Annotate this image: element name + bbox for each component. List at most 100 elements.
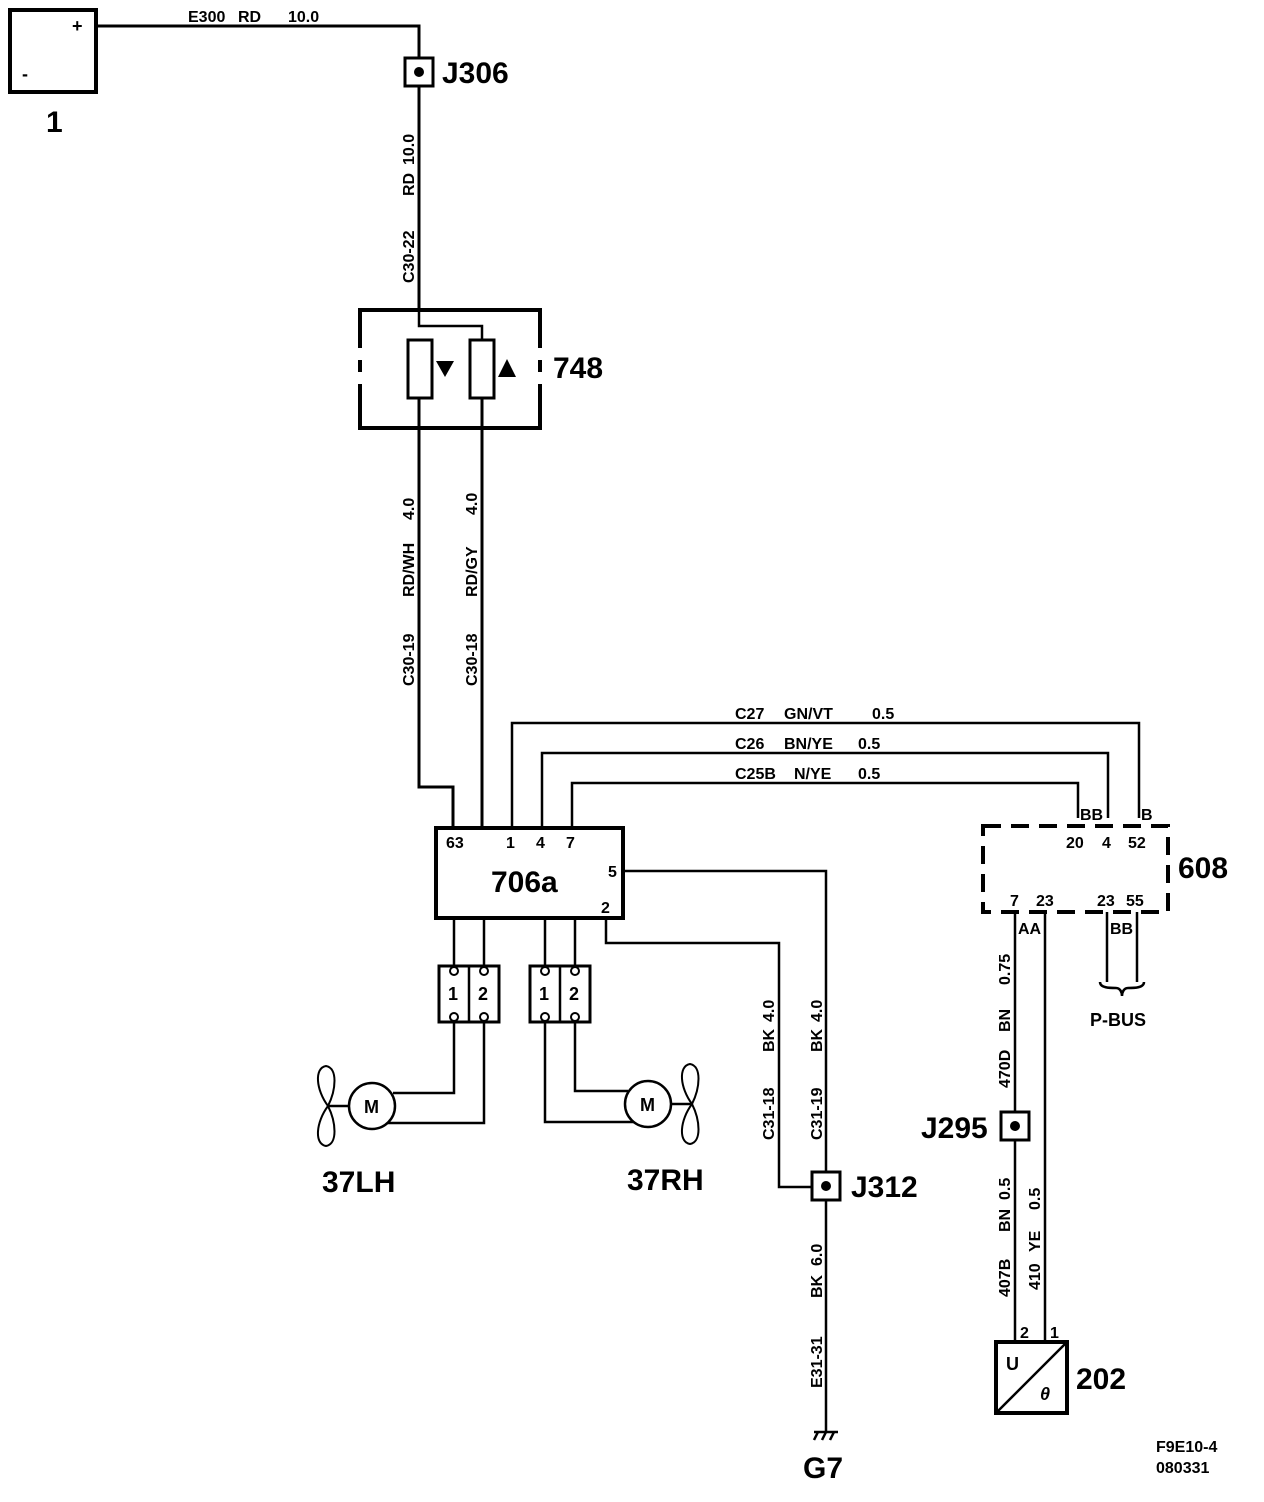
ecm-conn-aa: AA — [1018, 921, 1042, 938]
wire-c25b-code: C25B — [735, 766, 776, 783]
connector-lh-pin2: 2 — [478, 984, 488, 1004]
wire-c30-22-size: 10.0 — [401, 134, 418, 165]
wire-470d-id: 470D — [997, 1050, 1014, 1088]
sensor-theta-label: θ — [1040, 1384, 1050, 1404]
fan-blade-rh-icon — [681, 1062, 700, 1146]
wire-407b-color: BN — [997, 1209, 1014, 1232]
ground-g7: G7 — [803, 1430, 843, 1485]
wire-c30-18-size: 4.0 — [464, 493, 481, 515]
arrow-down-icon — [436, 361, 454, 377]
fan-37rh[interactable]: M 37RH — [543, 1022, 704, 1197]
wire-c26-code: C26 — [735, 736, 764, 753]
ecm-pin-4: 4 — [1102, 835, 1111, 852]
wire-c31-18-color: BK — [761, 1028, 778, 1052]
wire-c31-19-color: BK — [809, 1028, 826, 1052]
component-748-id: 748 — [553, 352, 603, 385]
arrow-up-icon — [498, 359, 516, 377]
motor-lh-label: M — [364, 1097, 379, 1117]
footer-date: 080331 — [1156, 1460, 1209, 1477]
wire-470d: 470D BN 0.75 — [997, 912, 1047, 1340]
motor-rh-label: M — [640, 1095, 655, 1115]
ecm-pin-52: 52 — [1128, 835, 1146, 852]
junction-j306-label: J306 — [442, 57, 509, 90]
sensor-pin-2: 2 — [1020, 1325, 1029, 1342]
wire-e300-code: E300 — [188, 9, 225, 26]
wire-e31-31: E31-31 BK 6.0 — [809, 1200, 828, 1432]
junction-j306[interactable]: J306 — [403, 56, 509, 90]
module-pin-5: 5 — [608, 864, 617, 881]
connector-rh-pin1: 1 — [539, 984, 549, 1004]
wire-470d-color: BN — [997, 1009, 1014, 1032]
wire-c31-19-size: 4.0 — [809, 1000, 826, 1022]
ecm-conn-b-top: B — [1141, 807, 1153, 824]
p-bus: P-BUS — [1090, 912, 1146, 1030]
battery[interactable]: + - 1 — [8, 8, 98, 139]
wire-410: 410 YE 0.5 — [1027, 1188, 1044, 1290]
wire-c30-18-color: RD/GY — [464, 546, 481, 597]
junction-j295[interactable]: J295 — [921, 1110, 1031, 1145]
component-748[interactable]: 748 — [353, 308, 603, 430]
battery-id: 1 — [46, 106, 63, 139]
wire-c30-19-color: RD/WH — [401, 543, 418, 597]
fan-37lh[interactable]: M 37LH — [317, 1022, 486, 1199]
wire-e31-31-color: BK — [809, 1274, 826, 1298]
module-pin-7: 7 — [566, 835, 575, 852]
wire-c30-19: C30-19 RD/WH 4.0 — [401, 398, 455, 828]
module-pin-2: 2 — [601, 900, 610, 917]
ecm-conn-bb-bottom: BB — [1110, 921, 1133, 938]
battery-plus-label: + — [72, 16, 83, 36]
wire-c30-22: C30-22 RD 10.0 — [401, 86, 421, 310]
junction-j295-label: J295 — [921, 1112, 988, 1145]
junction-j312[interactable]: J312 — [810, 1170, 918, 1204]
battery-minus-label: - — [22, 64, 28, 84]
wire-407b: 407B BN 0.5 — [997, 1140, 1017, 1340]
ecm-pin-23b: 23 — [1097, 893, 1115, 910]
wire-c27-code: C27 — [735, 706, 764, 723]
fan-37lh-id: 37LH — [322, 1166, 395, 1199]
fan-37rh-id: 37RH — [627, 1164, 704, 1197]
wire-c30-22-color: RD — [401, 173, 418, 196]
wire-c31-18-size: 4.0 — [761, 1000, 778, 1022]
wire-c27-size: 0.5 — [872, 706, 894, 723]
wire-c30-19-id: C30-19 — [401, 633, 418, 686]
module-pin-1: 1 — [506, 835, 515, 852]
sensor-pin-1: 1 — [1050, 1325, 1059, 1342]
wire-410-color: YE — [1027, 1230, 1044, 1252]
connector-lh[interactable]: 1 2 — [437, 964, 501, 1024]
wire-c30-18-id: C30-18 — [464, 633, 481, 686]
sensor-u-label: U — [1006, 1354, 1019, 1374]
wire-e31-31-size: 6.0 — [809, 1244, 826, 1266]
wire-c25b-size: 0.5 — [858, 766, 880, 783]
component-608[interactable]: BB B 20 4 52 7 23 23 55 AA BB 608 — [981, 807, 1228, 938]
wire-c30-19-size: 4.0 — [401, 498, 418, 520]
wire-c31-18-id: C31-18 — [761, 1087, 778, 1140]
wire-c31-19-id: C31-19 — [809, 1087, 826, 1140]
p-bus-label: P-BUS — [1090, 1010, 1146, 1030]
connector-lh-pin1: 1 — [448, 984, 458, 1004]
wire-407b-id: 407B — [997, 1259, 1014, 1297]
junction-j312-label: J312 — [851, 1171, 918, 1204]
wire-e31-31-id: E31-31 — [809, 1336, 826, 1388]
component-608-id: 608 — [1178, 852, 1228, 885]
wire-c31-18: C31-18 BK 4.0 — [604, 918, 812, 1189]
module-706a[interactable]: 63 1 4 7 5 2 706a — [434, 826, 625, 920]
module-fan-wires — [452, 918, 577, 966]
wire-c27: C27 GN/VT 0.5 — [510, 706, 1141, 828]
connector-rh[interactable]: 1 2 — [528, 964, 592, 1024]
wire-c25b-color: N/YE — [794, 766, 832, 783]
fan-blade-lh-icon — [317, 1064, 339, 1148]
module-pin-4: 4 — [536, 835, 545, 852]
connector-rh-pin2: 2 — [569, 984, 579, 1004]
sensor-202[interactable]: 2 1 U θ 202 — [994, 1325, 1126, 1415]
wire-c30-18: C30-18 RD/GY 4.0 — [464, 398, 484, 828]
wire-e300: E300 RD 10.0 — [96, 9, 421, 62]
module-pin-63: 63 — [446, 835, 464, 852]
wire-c26: C26 BN/YE 0.5 — [540, 736, 1110, 828]
wire-e300-color: RD — [238, 9, 261, 26]
ecm-pin-23a: 23 — [1036, 893, 1054, 910]
wire-e300-size: 10.0 — [288, 9, 319, 26]
ground-g7-label: G7 — [803, 1452, 843, 1485]
ecm-pin-7: 7 — [1010, 893, 1019, 910]
ecm-conn-bb-top: BB — [1080, 807, 1103, 824]
